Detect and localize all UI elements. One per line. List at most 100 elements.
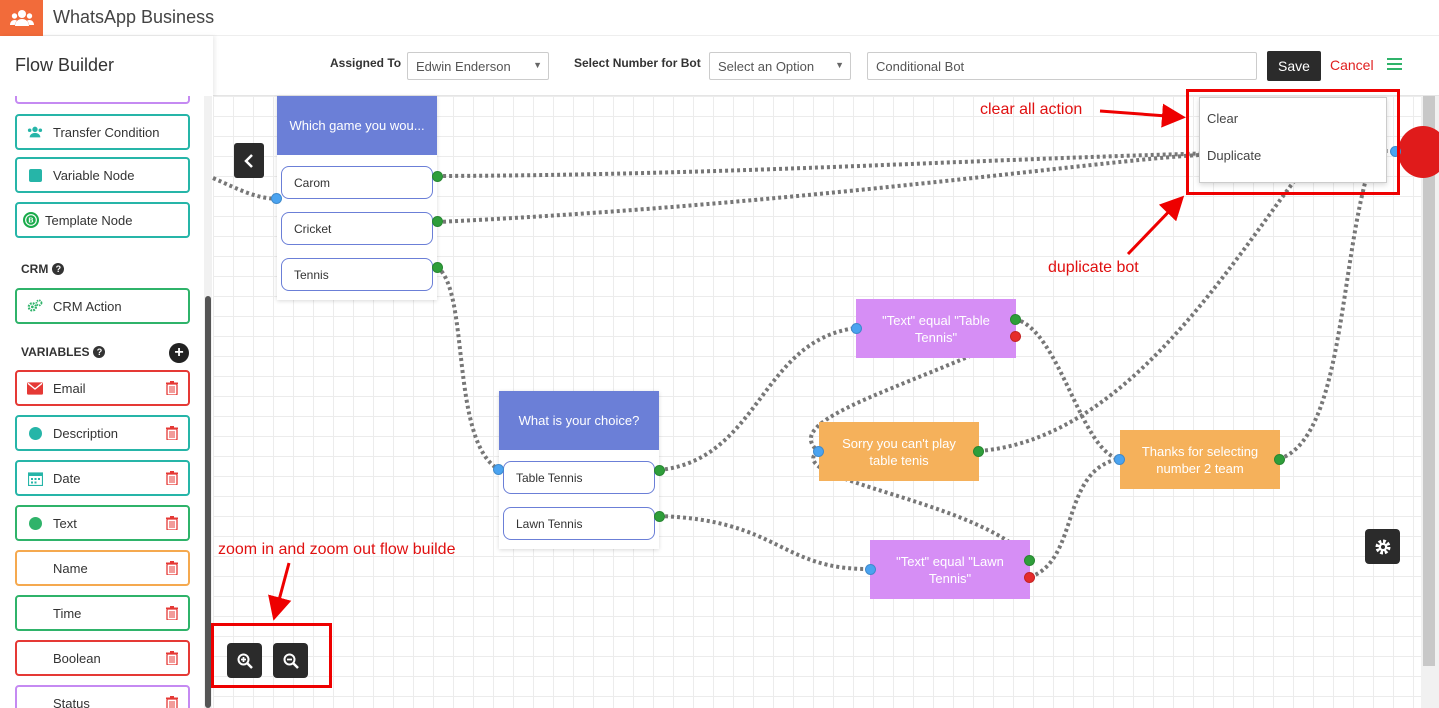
message-node-sorry[interactable]: Sorry you can't play table tenis (819, 422, 979, 481)
end-node[interactable] (1398, 126, 1439, 178)
variable-label: Text (53, 515, 77, 531)
users-icon (9, 10, 34, 26)
add-variable-button[interactable]: + (169, 343, 189, 363)
trash-icon[interactable] (166, 426, 178, 440)
save-button[interactable]: Save (1267, 51, 1321, 81)
zoom-in-button[interactable] (227, 643, 262, 678)
output-port-false[interactable] (1010, 331, 1021, 342)
input-port[interactable] (851, 323, 862, 334)
output-port-true[interactable] (1010, 314, 1021, 325)
input-port[interactable] (271, 193, 282, 204)
zoom-out-button[interactable] (273, 643, 308, 678)
trash-icon[interactable] (166, 561, 178, 575)
assigned-to-select[interactable]: Edwin Enderson ▼ (407, 52, 549, 80)
sidebar-node-crm-action[interactable]: CRM Action (15, 288, 190, 324)
sidebar-node-label: Template Node (45, 212, 133, 228)
caret-down-icon: ▼ (835, 60, 844, 70)
variable-label: Email (53, 380, 86, 396)
output-port[interactable] (432, 262, 443, 273)
users-icon (27, 124, 43, 140)
circle-icon (27, 425, 43, 441)
canvas-scrollbar[interactable] (1421, 96, 1439, 708)
page-title: Flow Builder (15, 55, 115, 75)
clear-menu-item[interactable]: Clear (1207, 111, 1239, 126)
crm-section-title: CRM ? (21, 262, 65, 276)
sidebar-variable-date[interactable]: Date (15, 460, 190, 496)
output-port-false[interactable] (1024, 572, 1035, 583)
sidebar-variable-email[interactable]: Email (15, 370, 190, 406)
output-port[interactable] (432, 216, 443, 227)
bot-name-input[interactable] (867, 52, 1257, 80)
trash-icon[interactable] (166, 381, 178, 395)
svg-text:B: B (28, 217, 33, 225)
trash-icon[interactable] (166, 516, 178, 530)
square-icon (27, 167, 43, 183)
question-node-game[interactable]: Which game you wou... Carom Cricket Tenn… (277, 96, 437, 300)
variables-section-title: VARIABLES ? (21, 345, 106, 359)
trash-icon[interactable] (166, 651, 178, 665)
output-port[interactable] (654, 511, 665, 522)
option-table-tennis[interactable]: Table Tennis (503, 461, 655, 494)
settings-button[interactable] (1365, 529, 1400, 564)
canvas-scrollbar-thumb[interactable] (1423, 96, 1435, 666)
trash-icon[interactable] (166, 606, 178, 620)
sidebar-node-variable-node[interactable]: Variable Node (15, 157, 190, 193)
zoom-in-icon (237, 653, 253, 669)
collapse-sidebar-button[interactable] (234, 143, 264, 178)
condition-node-lawn-tennis[interactable]: "Text" equal "Lawn Tennis" (870, 540, 1030, 599)
app-bar: WhatsApp Business (0, 0, 1439, 36)
input-port[interactable] (493, 464, 504, 475)
sidebar-variable-status[interactable]: Status (15, 685, 190, 708)
variable-label: Status (53, 695, 90, 708)
sidebar-partial-node[interactable] (15, 96, 190, 104)
output-port[interactable] (973, 446, 984, 457)
sidebar-variable-boolean[interactable]: Boolean (15, 640, 190, 676)
output-port[interactable] (1274, 454, 1285, 465)
input-port[interactable] (1114, 454, 1125, 465)
question-node-title: What is your choice? (499, 391, 659, 450)
option-tennis[interactable]: Tennis (281, 258, 433, 291)
whatsapp-business-logo (0, 0, 43, 36)
hamburger-menu-icon[interactable] (1387, 58, 1402, 71)
annotation-clear-all: clear all action (980, 101, 1083, 118)
chevron-left-icon (244, 153, 253, 168)
blank-icon (27, 650, 43, 666)
output-port[interactable] (432, 171, 443, 182)
sidebar-variable-description[interactable]: Description (15, 415, 190, 451)
select-number-select[interactable]: Select an Option ▼ (709, 52, 851, 80)
trash-icon[interactable] (166, 471, 178, 485)
question-node-choice[interactable]: What is your choice? Table Tennis Lawn T… (499, 391, 659, 549)
input-port[interactable] (1390, 146, 1401, 157)
trash-icon[interactable] (166, 696, 178, 708)
input-port[interactable] (813, 446, 824, 457)
envelope-icon (27, 380, 43, 396)
sidebar-variable-text[interactable]: Text (15, 505, 190, 541)
input-port[interactable] (865, 564, 876, 575)
option-cricket[interactable]: Cricket (281, 212, 433, 245)
sidebar-scrollbar-thumb[interactable] (205, 296, 211, 708)
app-title: WhatsApp Business (53, 7, 215, 27)
option-lawn-tennis[interactable]: Lawn Tennis (503, 507, 655, 540)
sidebar-node-transfer-condition[interactable]: Transfer Condition (15, 114, 190, 150)
message-node-thanks[interactable]: Thanks for selecting number 2 team (1120, 430, 1280, 489)
condition-node-table-tennis[interactable]: "Text" equal "Table Tennis" (856, 299, 1016, 358)
page-title-box: Flow Builder (0, 36, 213, 96)
variable-label: Time (53, 605, 82, 621)
sidebar-node-template-node[interactable]: B Template Node (15, 202, 190, 238)
help-icon[interactable]: ? (52, 263, 65, 275)
output-port[interactable] (654, 465, 665, 476)
sidebar-variable-name[interactable]: Name (15, 550, 190, 586)
sidebar-variable-time[interactable]: Time (15, 595, 190, 631)
template-icon: B (23, 212, 39, 228)
option-carom[interactable]: Carom (281, 166, 433, 199)
output-port-true[interactable] (1024, 555, 1035, 566)
help-icon[interactable]: ? (93, 346, 106, 358)
blank-icon (27, 605, 43, 621)
duplicate-menu-item[interactable]: Duplicate (1207, 148, 1262, 163)
blank-icon (27, 695, 43, 708)
circle-icon (27, 515, 43, 531)
cancel-button[interactable]: Cancel (1330, 57, 1374, 73)
sidebar-node-label: Variable Node (53, 167, 135, 183)
annotation-zoom: zoom in and zoom out flow builde (218, 541, 456, 558)
annotation-highlight-menu (1186, 89, 1400, 195)
